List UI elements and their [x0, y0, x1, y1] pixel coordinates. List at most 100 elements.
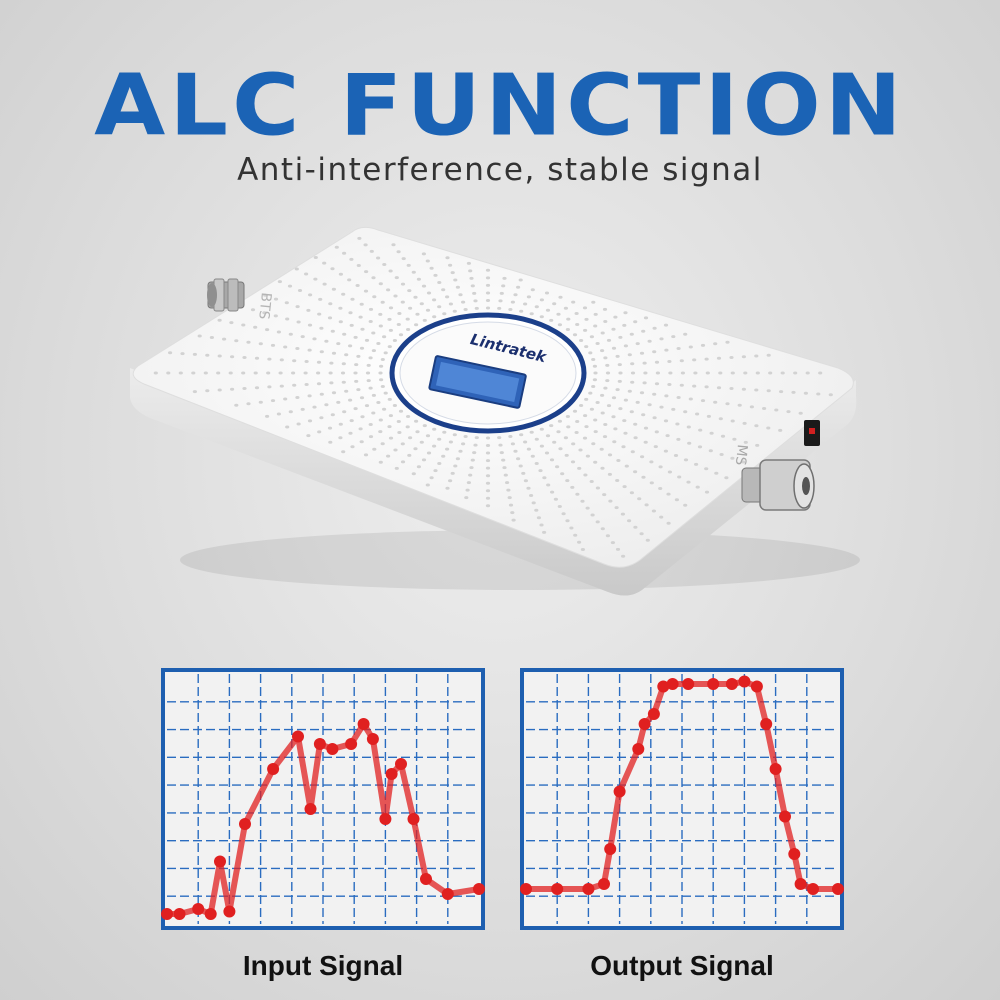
vent-hole [317, 430, 322, 434]
vent-hole [313, 277, 318, 281]
vent-hole [605, 363, 610, 367]
vent-hole [613, 315, 618, 319]
vent-hole [510, 300, 515, 304]
vent-hole [571, 442, 576, 446]
signal-line [164, 721, 482, 917]
vent-hole [287, 284, 293, 288]
vent-hole [591, 358, 596, 361]
vent-hole [516, 285, 521, 289]
vent-hole [388, 328, 393, 332]
vent-hole [369, 249, 374, 253]
signal-point [441, 888, 454, 900]
vent-hole [407, 289, 412, 293]
vent-hole [312, 405, 317, 409]
signal-point [239, 818, 251, 830]
vent-hole [485, 291, 491, 295]
vent-hole [503, 473, 508, 477]
vent-hole [630, 371, 636, 375]
vent-hole [291, 371, 296, 375]
vent-hole [530, 454, 535, 458]
vent-hole [654, 430, 659, 434]
vent-hole [338, 320, 343, 324]
signal-point [613, 785, 626, 798]
vent-hole [539, 523, 544, 527]
vent-hole [676, 437, 681, 441]
vent-hole [356, 388, 361, 392]
vent-hole [590, 513, 595, 517]
vent-hole [300, 335, 305, 339]
vent-hole [557, 505, 562, 508]
signal-point [267, 763, 280, 775]
vent-hole [526, 447, 532, 451]
vent-hole [553, 497, 559, 501]
vent-hole [485, 436, 491, 440]
vent-hole [297, 289, 303, 292]
signal-point [807, 883, 819, 895]
vent-hole [317, 312, 322, 316]
vent-hole [371, 349, 376, 353]
signal-point [598, 878, 610, 890]
vent-hole [635, 400, 640, 404]
vent-hole [774, 408, 779, 412]
vent-hole [677, 475, 682, 479]
vent-hole [379, 364, 384, 368]
vent-hole [349, 257, 354, 261]
vent-hole [234, 339, 239, 343]
vent-hole [415, 312, 420, 316]
vent-hole [387, 317, 392, 321]
vent-hole [473, 443, 478, 447]
vent-hole [327, 316, 333, 320]
vent-hole [229, 321, 234, 325]
vent-hole [695, 412, 700, 416]
vent-hole [452, 309, 457, 313]
vent-hole [368, 320, 373, 323]
vent-hole [560, 472, 565, 476]
vent-hole [307, 348, 312, 352]
signal-point [551, 883, 564, 895]
vent-hole [630, 362, 635, 366]
vent-hole [613, 427, 618, 431]
vent-hole [388, 436, 394, 440]
signal-point [666, 678, 679, 690]
vent-hole [349, 419, 354, 423]
vent-hole [510, 442, 515, 446]
vent-hole [550, 490, 555, 494]
vent-hole [353, 371, 358, 375]
signal-point [214, 855, 226, 868]
vent-hole [671, 335, 676, 339]
vent-hole [668, 371, 673, 375]
vent-hole [380, 300, 385, 304]
vent-hole [706, 414, 712, 418]
vent-hole [432, 427, 437, 431]
vent-hole [464, 496, 469, 500]
vent-hole [519, 309, 524, 313]
vent-hole [611, 327, 616, 331]
vent-hole [262, 311, 267, 315]
vent-hole [633, 436, 638, 440]
vent-hole [452, 433, 457, 437]
vent-hole [718, 371, 723, 375]
vent-hole [485, 276, 491, 280]
vent-hole [294, 267, 299, 271]
vent-hole [380, 385, 385, 388]
vent-hole [432, 298, 437, 302]
vent-hole [549, 424, 554, 428]
vent-hole [665, 434, 670, 438]
vent-hole [561, 512, 566, 516]
vent-hole [617, 363, 622, 367]
vent-hole [591, 442, 596, 446]
input-signal-label: Input Signal [242, 950, 404, 981]
vent-hole [558, 447, 563, 451]
vent-hole [534, 437, 539, 441]
vent-hole [217, 388, 222, 392]
vent-hole [600, 411, 605, 415]
vent-hole [445, 486, 450, 490]
vent-hole [397, 312, 402, 315]
vent-hole [622, 419, 627, 423]
vent-hole [647, 403, 652, 407]
vent-hole [250, 308, 256, 312]
vent-hole [416, 465, 421, 469]
vent-hole [754, 424, 759, 428]
vent-hole [536, 516, 542, 520]
vent-hole [246, 340, 251, 344]
